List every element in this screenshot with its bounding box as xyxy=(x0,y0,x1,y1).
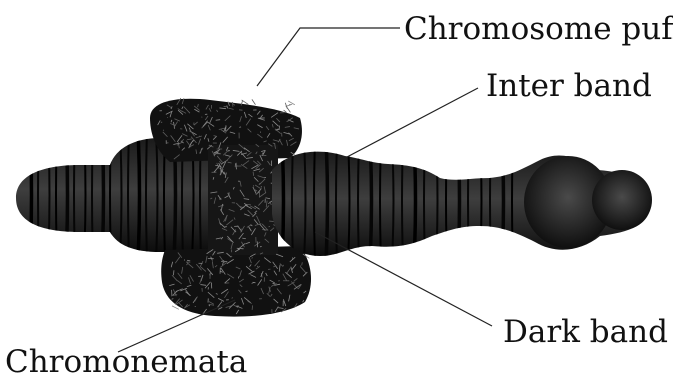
dark-band xyxy=(74,130,75,260)
dark-band xyxy=(102,130,104,260)
dark-band xyxy=(402,140,403,262)
puff-fiber xyxy=(172,306,179,309)
dark-band xyxy=(358,140,359,262)
dark-band xyxy=(458,140,460,262)
dark-band xyxy=(314,140,315,262)
puff-fiber xyxy=(239,127,241,128)
dark-band xyxy=(414,140,416,262)
dark-band xyxy=(138,130,140,260)
dark-band xyxy=(326,140,328,262)
puff-fiber xyxy=(168,143,169,144)
puff-fiber xyxy=(245,291,247,292)
right-banded-segment xyxy=(272,140,652,262)
puff-fiber xyxy=(173,270,174,275)
dark-band xyxy=(128,130,129,260)
puff-fiber xyxy=(252,282,255,283)
dark-band xyxy=(502,140,504,262)
leader-chromosome-puff xyxy=(257,28,400,86)
puff-fiber xyxy=(237,248,244,249)
leader-dark-band xyxy=(315,232,492,326)
label-chromonemata: Chromonemata xyxy=(5,347,247,378)
dark-band xyxy=(56,130,57,260)
puff-fiber xyxy=(232,102,233,107)
label-inter-band: Inter band xyxy=(486,71,652,102)
dark-band xyxy=(380,140,381,262)
dark-band xyxy=(446,140,447,262)
dark-band xyxy=(146,130,147,260)
puff-fiber xyxy=(163,130,164,131)
terminal-lobe-end xyxy=(592,170,652,230)
puff-fiber xyxy=(286,106,291,113)
dark-band xyxy=(490,140,491,262)
puff-fiber xyxy=(252,99,256,104)
puff-fiber xyxy=(289,104,290,105)
dark-band xyxy=(282,140,284,262)
dark-band xyxy=(92,130,93,260)
puff-fiber xyxy=(216,120,220,121)
leader-inter-band xyxy=(347,88,478,157)
dark-band xyxy=(38,130,39,260)
puff-fiber xyxy=(269,226,270,227)
dark-band xyxy=(30,130,32,260)
dark-band xyxy=(110,130,111,260)
dark-band xyxy=(424,140,425,262)
label-chromosome-puff: Chromosome puff xyxy=(404,14,673,45)
dark-band xyxy=(468,140,469,262)
dark-band xyxy=(66,130,68,260)
dark-band xyxy=(370,140,372,262)
dark-band xyxy=(292,140,293,262)
label-dark-band: Dark band xyxy=(503,317,668,348)
dark-band xyxy=(512,140,513,262)
